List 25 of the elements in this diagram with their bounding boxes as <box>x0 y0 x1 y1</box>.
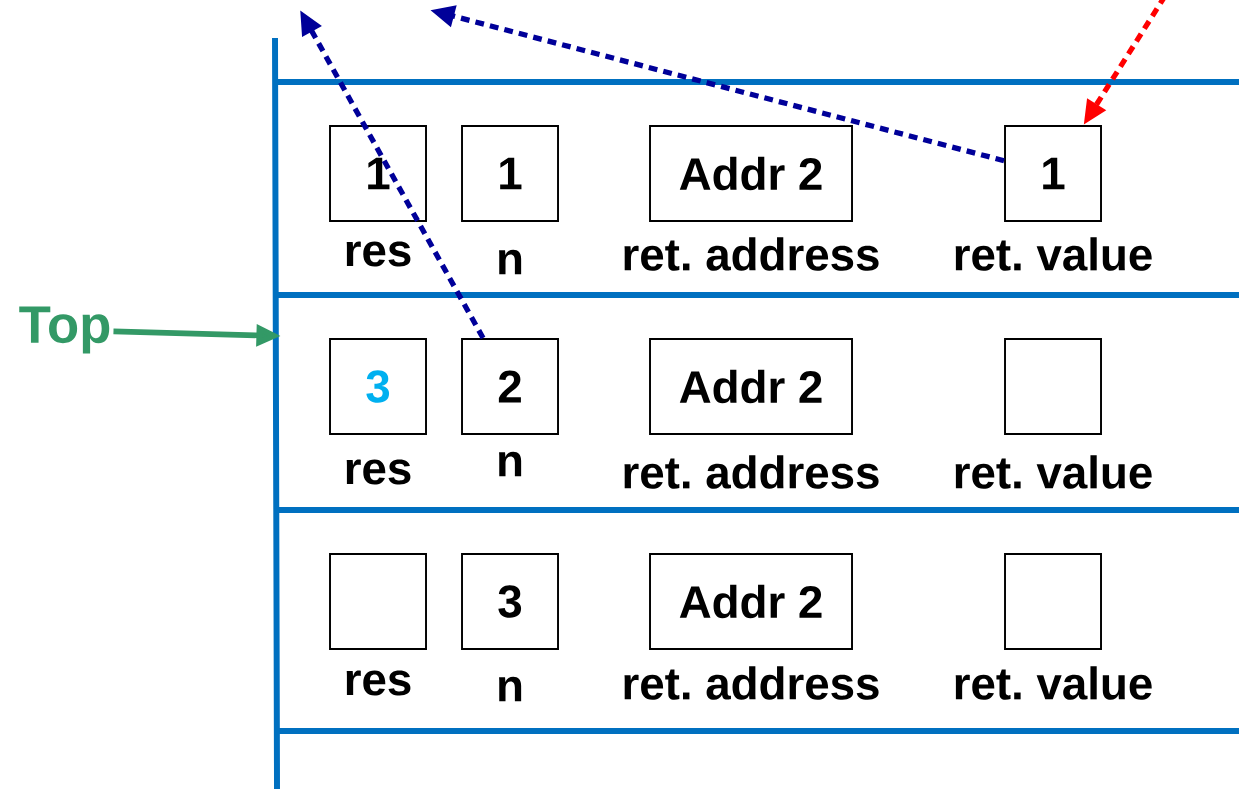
field-label: n <box>499 451 522 477</box>
field-label: n <box>499 249 522 275</box>
value-box: Addr 2 <box>649 553 853 650</box>
field-label: ret. value <box>955 455 1152 489</box>
value-box: Addr 2 <box>649 125 853 222</box>
field-label: res <box>346 670 411 696</box>
value-box: 3 <box>329 338 427 435</box>
field-label: ret. address <box>624 237 879 271</box>
field-label: res <box>346 459 411 485</box>
field-label: ret. value <box>955 237 1152 271</box>
value-box: 1 <box>329 125 427 222</box>
field-label: n <box>499 676 522 702</box>
value-box: 2 <box>461 338 559 435</box>
field-label: ret. value <box>955 666 1152 700</box>
field-label: ret. address <box>624 455 879 489</box>
empty-box <box>1004 553 1102 650</box>
empty-box <box>1004 338 1102 435</box>
value-box: Addr 2 <box>649 338 853 435</box>
value-box: 1 <box>1004 125 1102 222</box>
field-label: ret. address <box>624 666 879 700</box>
field-label: res <box>346 241 411 267</box>
pointer-label: Top <box>19 306 110 354</box>
empty-box <box>329 553 427 650</box>
value-box: 3 <box>461 553 559 650</box>
value-box: 1 <box>461 125 559 222</box>
